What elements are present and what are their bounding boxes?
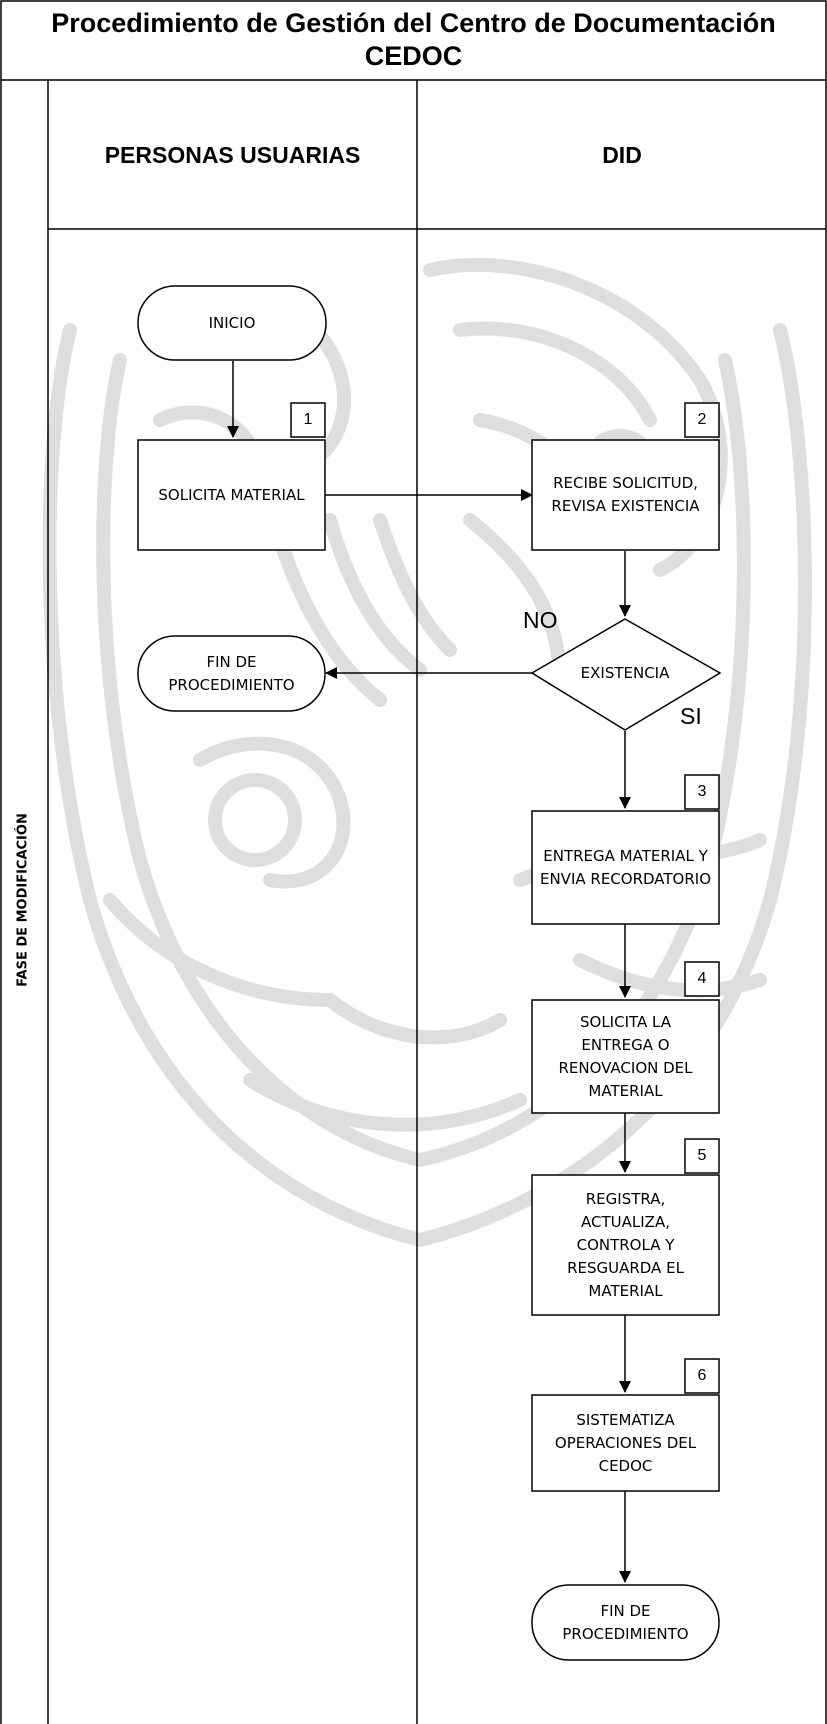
solicita-entrega-label: SOLICITA LA ENTREGA O RENOVACION DEL MAT… [558,1012,693,1100]
step-number-box-3 [684,774,720,810]
step-number-box-5 [684,1138,720,1174]
entrega-material-box [531,810,720,925]
branch-label-si: SI [680,703,702,729]
step-number-4: 4 [697,970,707,987]
step-number-3: 3 [697,783,707,800]
solicita-entrega-box [531,999,720,1114]
page-title: Procedimiento de Gestión del Centro de D… [0,0,827,80]
step-number-2: 2 [697,411,707,428]
fin-procedimiento-terminator-1 [137,635,326,712]
recibe-solicitud-box [531,439,720,551]
fin-procedimiento-label-2: FIN DE PROCEDIMIENTO [562,1601,689,1643]
lane-header-did: DID [602,141,642,168]
solicita-material-box [137,439,326,551]
step-number-box-1 [290,402,326,438]
step-number-6: 6 [697,1367,707,1384]
inicio-label: INICIO [208,313,256,332]
step-number-5: 5 [697,1147,707,1164]
title-line-1: Procedimiento de Gestión del Centro de D… [51,8,776,38]
title-line-2: CEDOC [364,41,463,71]
step-number-box-4 [684,961,720,997]
existencia-decision [530,618,722,731]
entrega-material-label: ENTREGA MATERIAL Y ENVIA RECORDATORIO [539,846,712,888]
step-number-box-2 [684,402,720,438]
inicio-terminator [137,285,327,361]
step-number-1: 1 [303,411,313,428]
fin-procedimiento-terminator-2 [531,1584,720,1661]
branch-label-no: NO [523,607,558,633]
registra-label: REGISTRA, ACTUALIZA, CONTROLA Y RESGUARD… [567,1189,684,1300]
sistematiza-label: SISTEMATIZA OPERACIONES DEL CEDOC [554,1410,697,1475]
solicita-material-label: SOLICITA MATERIAL [158,485,305,504]
step-number-box-6 [684,1358,720,1394]
shapes [137,285,722,1661]
existencia-label: EXISTENCIA [580,663,670,682]
sistematiza-box [531,1394,720,1492]
connectors [227,361,631,1583]
phase-label-text: FASE DE MODIFICACIÓN [15,813,31,987]
lane-header-personas-usuarias: PERSONAS USUARIAS [104,141,361,168]
recibe-solicitud-label: RECIBE SOLICITUD, REVISA EXISTENCIA [551,474,700,515]
registra-box [531,1174,720,1316]
fin-procedimiento-label-1: FIN DE PROCEDIMIENTO [168,652,295,694]
